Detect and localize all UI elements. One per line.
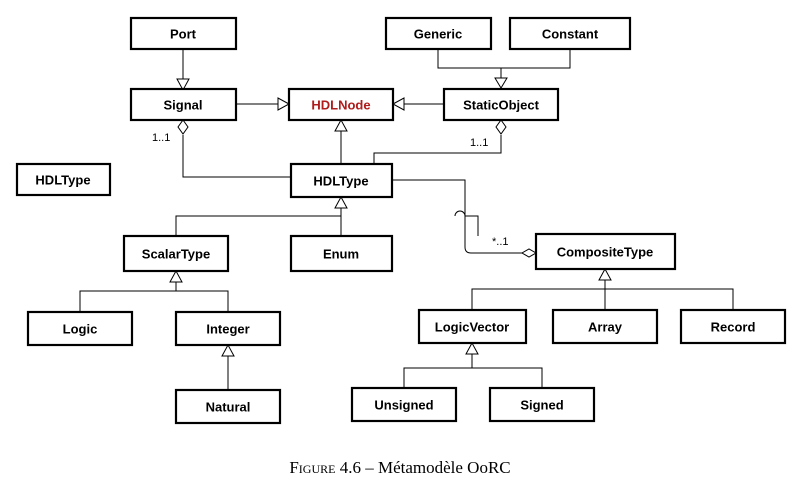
generalization-arrow — [277, 97, 291, 111]
figure-caption: Figure 4.6 – Métamodèle OoRC — [0, 458, 800, 478]
class-compositetype: CompositeType — [534, 232, 677, 271]
edge-signal-hdltype — [182, 135, 291, 178]
aggregation-diamond — [177, 119, 189, 135]
line-hop — [454, 210, 466, 217]
class-generic-label: Generic — [414, 27, 462, 42]
generalization-arrow — [169, 269, 183, 283]
multiplicity-staticobject: 1..1 — [470, 137, 488, 149]
edge-generic-constant — [437, 49, 571, 69]
generalization-arrow — [334, 118, 348, 132]
class-signal: Signal — [129, 87, 238, 122]
class-logic: Logic — [26, 310, 134, 347]
class-integer-label: Integer — [206, 322, 249, 337]
class-enum: Enum — [289, 234, 394, 273]
class-hdlnode-label: HDLNode — [311, 98, 370, 113]
class-generic: Generic — [384, 16, 493, 51]
class-hdltype: HDLType — [289, 162, 394, 199]
class-integer: Integer — [174, 310, 282, 347]
class-array: Array — [551, 308, 659, 345]
caption-text: 4.6 – Métamodèle OoRC — [335, 458, 511, 477]
generalization-arrow — [334, 195, 348, 209]
class-scalartype-label: ScalarType — [142, 247, 210, 262]
class-signed: Signed — [488, 386, 596, 423]
class-constant: Constant — [508, 16, 632, 51]
class-staticobject: StaticObject — [442, 87, 560, 122]
class-signal-label: Signal — [163, 98, 202, 113]
generalization-arrow — [176, 78, 190, 92]
class-hdlnode: HDLNode — [287, 87, 395, 122]
class-logic-label: Logic — [63, 322, 98, 337]
edge-staticobject-hdltype — [373, 135, 502, 164]
generalization-arrow — [221, 343, 235, 357]
class-record-label: Record — [711, 320, 756, 335]
edge-scalar-subtypes — [79, 281, 229, 312]
class-signed-label: Signed — [520, 398, 563, 413]
class-compositetype-label: CompositeType — [557, 245, 654, 260]
class-natural: Natural — [174, 388, 282, 425]
multiplicity-signal: 1..1 — [152, 132, 170, 144]
class-array-label: Array — [588, 320, 623, 335]
generalization-arrow — [494, 77, 508, 89]
generalization-arrow — [598, 267, 612, 281]
edge-subtypes-hdltype — [175, 215, 479, 236]
class-logicvector-label: LogicVector — [435, 320, 509, 335]
class-enum-label: Enum — [323, 247, 359, 262]
class-hdltype-label: HDLType — [313, 174, 368, 189]
class-scalartype: ScalarType — [122, 234, 230, 273]
class-logicvector: LogicVector — [417, 308, 528, 345]
class-natural-label: Natural — [206, 400, 251, 415]
class-unsigned-label: Unsigned — [374, 398, 433, 413]
class-unsigned: Unsigned — [350, 386, 458, 423]
aggregation-diamond — [495, 119, 507, 135]
aggregation-diamond — [520, 248, 538, 258]
generalization-arrow — [465, 341, 479, 355]
class-staticobject-label: StaticObject — [463, 98, 540, 113]
class-port-label: Port — [170, 27, 197, 42]
class-constant-label: Constant — [542, 27, 599, 42]
caption-figure-word: Figure — [289, 458, 336, 477]
generalization-arrow — [391, 97, 405, 111]
class-record: Record — [679, 308, 787, 345]
class-port: Port — [129, 16, 238, 51]
edge-composite-hdltype — [392, 179, 522, 254]
edge-logicvector-subtypes — [403, 353, 543, 388]
multiplicity-composite: *..1 — [492, 236, 509, 248]
edge-composite-subtypes — [471, 279, 734, 310]
class-hdltype-standalone-label: HDLType — [35, 173, 90, 188]
class-hdltype-standalone: HDLType — [15, 162, 112, 197]
